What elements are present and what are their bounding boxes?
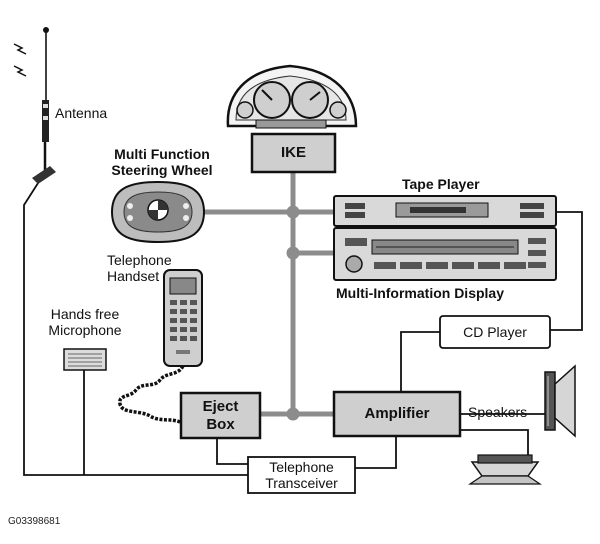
microphone-icon	[63, 348, 107, 371]
wires	[23, 179, 583, 476]
telephone-handset-icon	[118, 269, 203, 424]
eject-box-label-line1: Eject	[202, 398, 239, 416]
amplifier-cd-wire	[400, 331, 440, 392]
transceiver-box-label-line2: Transceiver	[265, 475, 338, 491]
antenna-icon	[13, 27, 56, 184]
amplifier-box-label: Amplifier	[364, 405, 430, 423]
telephone-handset-label-line1: Telephone	[107, 252, 172, 268]
telephone-handset-label: Telephone Handset	[107, 252, 172, 284]
tape-player-icon	[333, 195, 557, 227]
cd-player-box-label: CD Player	[463, 323, 527, 340]
speakers-label: Speakers	[468, 404, 528, 420]
antenna-label: Antenna	[55, 105, 108, 121]
ike-box-label: IKE	[280, 144, 306, 162]
microphone-label-line2: Microphone	[48, 322, 122, 339]
eject-box-label: Eject Box	[181, 393, 260, 438]
transceiver-box	[247, 456, 356, 494]
steering-wheel-label: Multi Function Steering Wheel	[92, 146, 232, 178]
bus-lines	[204, 172, 334, 417]
figure-id: G03398681	[8, 516, 61, 527]
telephone-handset-label-line2: Handset	[107, 268, 160, 285]
amplifier-box	[332, 390, 462, 438]
speaker-icon	[468, 454, 542, 485]
instrument-cluster-icon	[226, 64, 358, 129]
steering-wheel-icon	[110, 180, 206, 244]
eject-box	[179, 391, 262, 440]
eject-transceiver-wire	[216, 438, 248, 465]
transceiver-box-label-line1: Telephone	[269, 458, 334, 475]
cd-player-box	[439, 315, 551, 349]
antenna-wire	[23, 179, 248, 476]
steering-wheel-label-line2: Steering Wheel	[111, 162, 213, 179]
multi-information-display-icon	[333, 227, 557, 281]
speaker-icon	[544, 364, 576, 438]
microphone-label: Hands free Microphone	[42, 306, 128, 338]
tape-player-label: Tape Player	[402, 176, 480, 192]
transceiver-box-label: Telephone Transceiver	[248, 457, 355, 493]
transceiver-amplifier-wire	[355, 436, 397, 469]
bus-junctions	[286, 205, 300, 421]
microphone-label-line1: Hands free	[50, 306, 120, 322]
cd-tape-wire	[550, 211, 583, 331]
amplifier-speaker-wire-2	[460, 429, 529, 455]
eject-box-label-line2: Box	[206, 415, 235, 433]
ike-box	[250, 132, 337, 174]
steering-wheel-label-line1: Multi Function	[114, 146, 210, 162]
mid-label: Multi-Information Display	[336, 285, 504, 301]
